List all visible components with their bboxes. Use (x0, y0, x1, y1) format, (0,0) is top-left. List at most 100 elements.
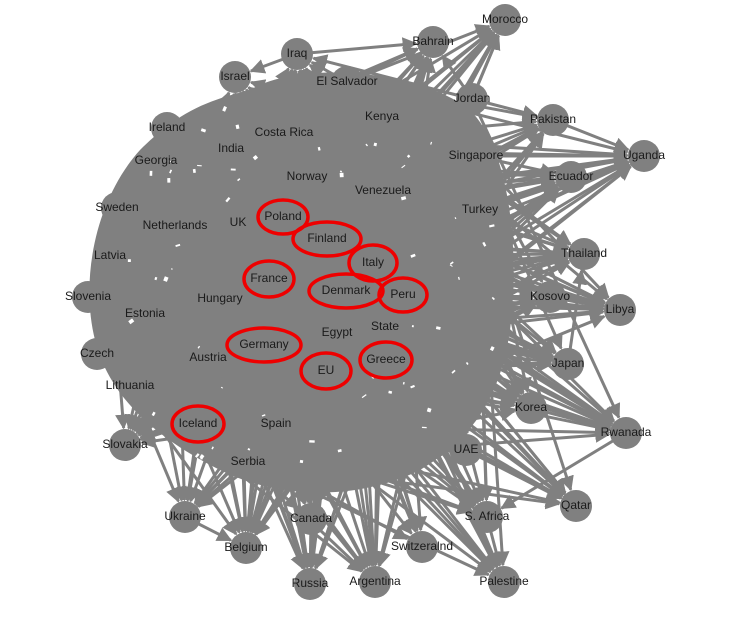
node-ireland[interactable]: Ireland (149, 112, 186, 144)
node-singapore[interactable]: Singapore (449, 140, 504, 172)
highlight-ellipse (299, 351, 353, 391)
node-georgia[interactable]: Georgia (135, 153, 178, 167)
node-circle (230, 532, 262, 564)
edge-gap (339, 172, 344, 178)
node-kosovo[interactable]: Kosovo (530, 281, 570, 313)
node-greece[interactable]: Greece (366, 352, 406, 366)
node-palestine[interactable]: Palestine (479, 566, 529, 598)
node-s-africa[interactable]: S. Africa (465, 501, 510, 533)
node-slovenia[interactable]: Slovenia (65, 281, 111, 313)
edge-gap (199, 454, 205, 460)
node-label: Spain (261, 416, 292, 430)
edge-gap (361, 394, 367, 399)
node-uae[interactable]: UAE (450, 434, 482, 466)
node-norway[interactable]: Norway (287, 169, 328, 183)
node-belgium[interactable]: Belgium (224, 532, 268, 564)
edge-arrow (500, 431, 627, 510)
node-label: Lithuania (106, 378, 155, 392)
edge-gap (449, 261, 454, 265)
node-circle (295, 503, 327, 535)
node-sweden[interactable]: Sweden (95, 192, 139, 224)
node-france[interactable]: France (250, 271, 288, 285)
node-label: El Salvador (316, 74, 377, 88)
node-uganda[interactable]: Uganda (623, 140, 665, 172)
node-denmark[interactable]: Denmark (322, 283, 372, 297)
node-label: Palestine (479, 574, 529, 588)
node-rwanada[interactable]: Rwanada (601, 417, 652, 449)
node-germany[interactable]: Germany (239, 337, 288, 351)
node-switzeralnd[interactable]: Switzeralnd (391, 531, 453, 563)
node-latvia[interactable]: Latvia (94, 248, 126, 262)
node-label: Costa Rica (255, 125, 314, 139)
node-iceland[interactable]: Iceland (179, 416, 218, 430)
node-argentina[interactable]: Argentina (349, 566, 401, 598)
node-label: Kosovo (530, 289, 570, 303)
node-label: Singapore (449, 148, 504, 162)
node-label: Czech (80, 346, 114, 360)
node-poland[interactable]: Poland (264, 209, 301, 223)
node-egypt[interactable]: Egypt (322, 325, 353, 339)
highlight-ellipse (256, 198, 310, 236)
highlight-ellipse (242, 259, 296, 299)
node-pakistan[interactable]: Pakistan (530, 104, 576, 136)
node-eu[interactable]: EU (318, 363, 335, 377)
node-spain[interactable]: Spain (261, 416, 292, 430)
node-jordan[interactable]: Jordan (454, 83, 491, 115)
node-serbia[interactable]: Serbia (231, 454, 266, 468)
node-uk[interactable]: UK (230, 215, 247, 229)
node-kenya[interactable]: Kenya (365, 109, 399, 123)
node-lithuania[interactable]: Lithuania (106, 378, 155, 392)
node-finland[interactable]: Finland (307, 231, 346, 245)
node-circle (489, 4, 521, 36)
edge-gap (235, 124, 240, 130)
node-circle (464, 194, 496, 226)
node-label: Hungary (197, 291, 242, 305)
node-estonia[interactable]: Estonia (125, 306, 165, 320)
node-thailand[interactable]: Thailand (561, 238, 607, 270)
node-circle (552, 348, 584, 380)
node-italy[interactable]: Italy (362, 255, 384, 269)
node-israel[interactable]: Israel (219, 61, 251, 93)
node-label: Finland (307, 231, 346, 245)
edge-arrow (470, 98, 621, 419)
edge-gap (192, 168, 196, 174)
node-bahrain[interactable]: Bahrain (412, 26, 454, 58)
node-circle (331, 66, 363, 98)
node-morocco[interactable]: Morocco (482, 4, 528, 36)
node-state[interactable]: State (371, 319, 399, 333)
edge-gap (222, 106, 227, 112)
node-india[interactable]: India (218, 141, 244, 155)
node-russia[interactable]: Russia (292, 568, 329, 600)
node-iraq[interactable]: Iraq (281, 38, 313, 70)
node-label: Bahrain (412, 34, 453, 48)
node-slovakia[interactable]: Slovakia (102, 429, 148, 461)
node-el-salvador[interactable]: El Salvador (316, 66, 378, 98)
node-czech[interactable]: Czech (80, 338, 114, 370)
node-venezuela[interactable]: Venezuela (355, 183, 411, 197)
node-netherlands[interactable]: Netherlands (143, 218, 208, 232)
node-hungary[interactable]: Hungary (197, 291, 242, 305)
node-ecuador[interactable]: Ecuador (549, 161, 594, 193)
node-libya[interactable]: Libya (604, 294, 636, 326)
node-turkey[interactable]: Turkey (462, 194, 498, 226)
node-austria[interactable]: Austria (189, 350, 227, 364)
edge-gap (167, 178, 171, 183)
node-peru[interactable]: Peru (390, 287, 415, 301)
node-korea[interactable]: Korea (515, 392, 547, 424)
highlight-ellipse (358, 340, 414, 380)
node-costa-rica[interactable]: Costa Rica (255, 125, 314, 139)
node-canada[interactable]: Canada (290, 503, 332, 535)
node-label: Denmark (322, 283, 372, 297)
node-ukraine[interactable]: Ukraine (164, 501, 206, 533)
edge-gap (421, 426, 427, 429)
edge-gap (451, 369, 456, 374)
highlight-ellipse (377, 276, 429, 314)
node-qatar[interactable]: Qatar (560, 490, 592, 522)
node-label: Rwanada (601, 425, 652, 439)
node-label: Pakistan (530, 112, 576, 126)
node-japan[interactable]: Japan (552, 348, 585, 380)
edge-gap (457, 276, 460, 280)
node-label: Iceland (179, 416, 218, 430)
edge-gap (211, 446, 214, 450)
edge-gap (454, 217, 457, 220)
